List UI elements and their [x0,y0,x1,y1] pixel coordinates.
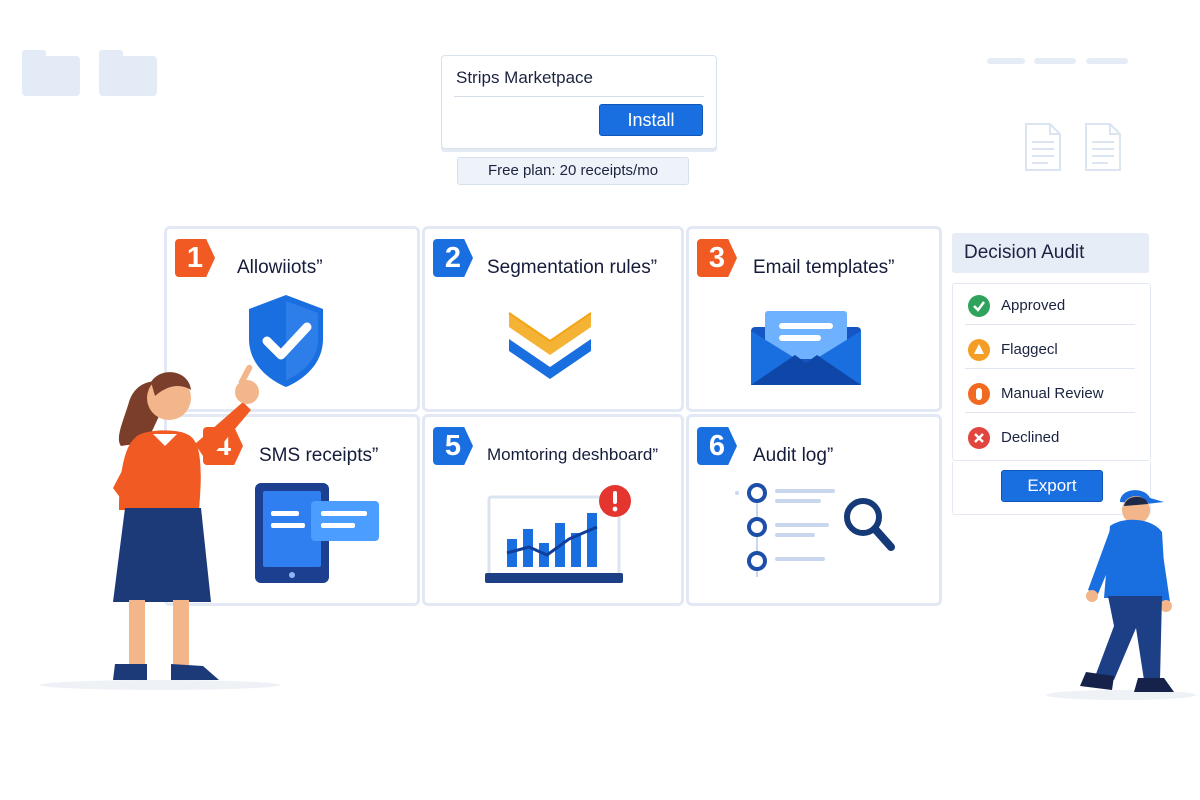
divider [454,96,704,97]
step-badge-1: 1 [175,239,215,277]
feature-title-2: Segmentation rules” [487,257,658,278]
audit-row-manual-review[interactable]: Manual Review [965,378,1135,413]
audit-panel-title: Decision Audit [952,233,1149,273]
export-area: Export [952,462,1151,515]
feature-card-5[interactable]: 5 Momtoring deshboard” [422,414,684,606]
audit-row-label: Flaggecl [1001,341,1058,358]
folder-icon [99,50,157,96]
feature-card-1[interactable]: 1 Allowiiots” [164,226,420,412]
documents-icon [1025,123,1121,171]
step-badge-6: 6 [697,427,737,465]
audit-row-label: Declined [1001,429,1060,446]
decorative-dash [987,58,1025,64]
plan-badge: Free plan: 20 receipts/mo [457,157,689,185]
woman-illustration [113,364,259,680]
feature-card-6[interactable]: 6 Audit log” [686,414,942,606]
feature-card-3[interactable]: 3 Email templates” [686,226,942,412]
install-button[interactable]: Install [599,104,703,136]
step-badge-2: 2 [433,239,473,277]
check-circle-icon [968,295,990,317]
warning-circle-icon [968,339,990,361]
feature-card-2[interactable]: 2 Segmentation rules” [422,226,684,412]
ground-shadow [1046,690,1196,700]
audit-row-approved[interactable]: Approved [965,290,1135,325]
feature-title-3: Email templates” [753,257,895,278]
feature-grid: 1 Allowiiots” 2 Segmentation rules” 3 Em… [164,226,942,606]
ground-shadow [40,680,280,690]
step-badge-5: 5 [433,427,473,465]
decorative-dash [1034,58,1076,64]
feature-title-4: SMS receipts” [259,445,379,466]
envelope-icon [751,311,861,385]
marketplace-card: Strips Marketpace Install [441,55,717,149]
audit-row-label: Manual Review [1001,385,1104,402]
feature-title-1: Allowiiots” [237,257,323,278]
audit-row-label: Approved [1001,297,1066,314]
chart-alert-icon [485,485,631,583]
audit-row-flagged[interactable]: Flaggecl [965,334,1135,369]
phone-message-icon [255,483,379,583]
log-search-icon [735,483,895,577]
folder-icon [22,50,80,96]
stacked-layers-icon [508,312,592,379]
decorative-dash [1086,58,1128,64]
audit-row-declined[interactable]: Declined [965,422,1135,456]
x-circle-icon [968,427,990,449]
man-illustration [1080,490,1174,692]
export-button[interactable]: Export [1001,470,1103,502]
feature-title-5: Momtoring deshboard” [487,445,659,464]
marketplace-title: Strips Marketpace [456,68,593,87]
shield-check-icon [249,295,323,387]
audit-panel: Approved Flaggecl Manual Review Declined [952,283,1151,461]
step-badge-3: 3 [697,239,737,277]
hand-circle-icon [968,383,990,405]
feature-title-6: Audit log” [753,445,834,466]
